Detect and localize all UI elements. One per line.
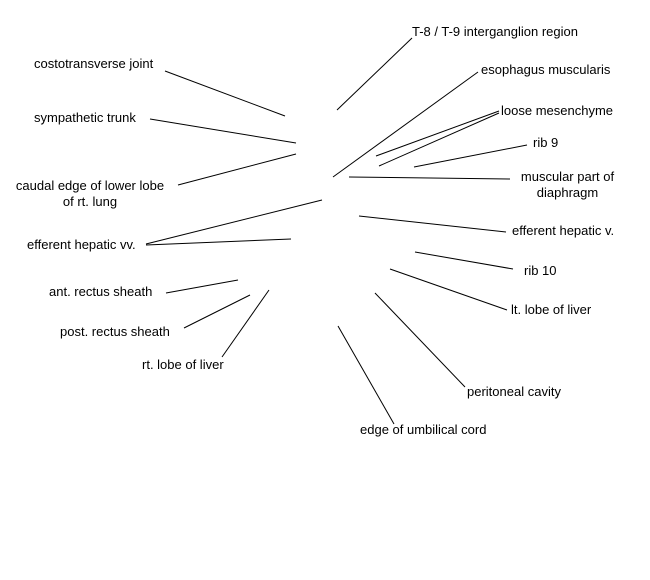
label-ant-rectus-sheath: ant. rectus sheath — [49, 284, 153, 299]
leader-rib9 — [413, 144, 528, 168]
label-muscular-part-of-diaphragm: muscular part of diaphragm — [513, 169, 622, 201]
leader-efferent-hepatic-vv-b — [145, 238, 292, 246]
label-diaphragm-line-1: muscular part of — [520, 169, 615, 184]
label-efferent-hepatic-vv: efferent hepatic vv. — [27, 237, 136, 252]
label-loose-mesenchyme: loose mesenchyme — [501, 103, 613, 118]
leader-loose-mesenchyme-b — [378, 112, 500, 167]
leader-loose-mesenchyme-a — [375, 110, 500, 157]
leader-efferent-hepatic-vv-a — [145, 199, 323, 245]
leader-costotransverse — [164, 70, 286, 117]
leader-sympathetic — [149, 118, 297, 144]
label-lt-lobe-of-liver: lt. lobe of liver — [511, 302, 592, 317]
leader-rib10 — [414, 251, 514, 270]
label-rib-10: rib 10 — [524, 263, 557, 278]
label-efferent-hepatic-v: efferent hepatic v. — [512, 223, 615, 238]
label-rib-9: rib 9 — [533, 135, 559, 150]
leader-peritoneal — [374, 292, 466, 388]
leader-rt-lobe — [221, 289, 270, 358]
leader-post-rectus — [183, 294, 251, 329]
leader-lt-lobe — [389, 268, 508, 311]
leader-diaphragm — [348, 176, 511, 180]
label-diaphragm-line-2: diaphragm — [536, 185, 599, 200]
label-caudal-line-1: caudal edge of lower lobe — [15, 178, 165, 193]
label-rt-lobe-of-liver: rt. lobe of liver — [142, 357, 224, 372]
label-edge-of-umbilical-cord: edge of umbilical cord — [360, 422, 487, 437]
label-esophagus-muscularis: esophagus muscularis — [481, 62, 611, 77]
label-caudal-line-2: of rt. lung — [62, 194, 118, 209]
label-post-rectus-sheath: post. rectus sheath — [60, 324, 170, 339]
leader-esophagus — [332, 71, 479, 178]
label-caudal-edge-of-lower-lobe: caudal edge of lower lobe of rt. lung — [6, 178, 174, 210]
label-peritoneal-cavity: peritoneal cavity — [467, 384, 561, 399]
label-costotransverse-joint: costotransverse joint — [34, 56, 154, 71]
label-t8-t9: T-8 / T-9 interganglion region — [412, 24, 578, 39]
leader-ant-rectus — [165, 279, 239, 294]
leader-efferent-hepatic-v — [358, 215, 507, 233]
leader-umbilical — [337, 325, 395, 425]
leader-caudal — [177, 153, 297, 186]
label-sympathetic-trunk: sympathetic trunk — [34, 110, 136, 125]
leader-t8-t9 — [336, 37, 413, 111]
